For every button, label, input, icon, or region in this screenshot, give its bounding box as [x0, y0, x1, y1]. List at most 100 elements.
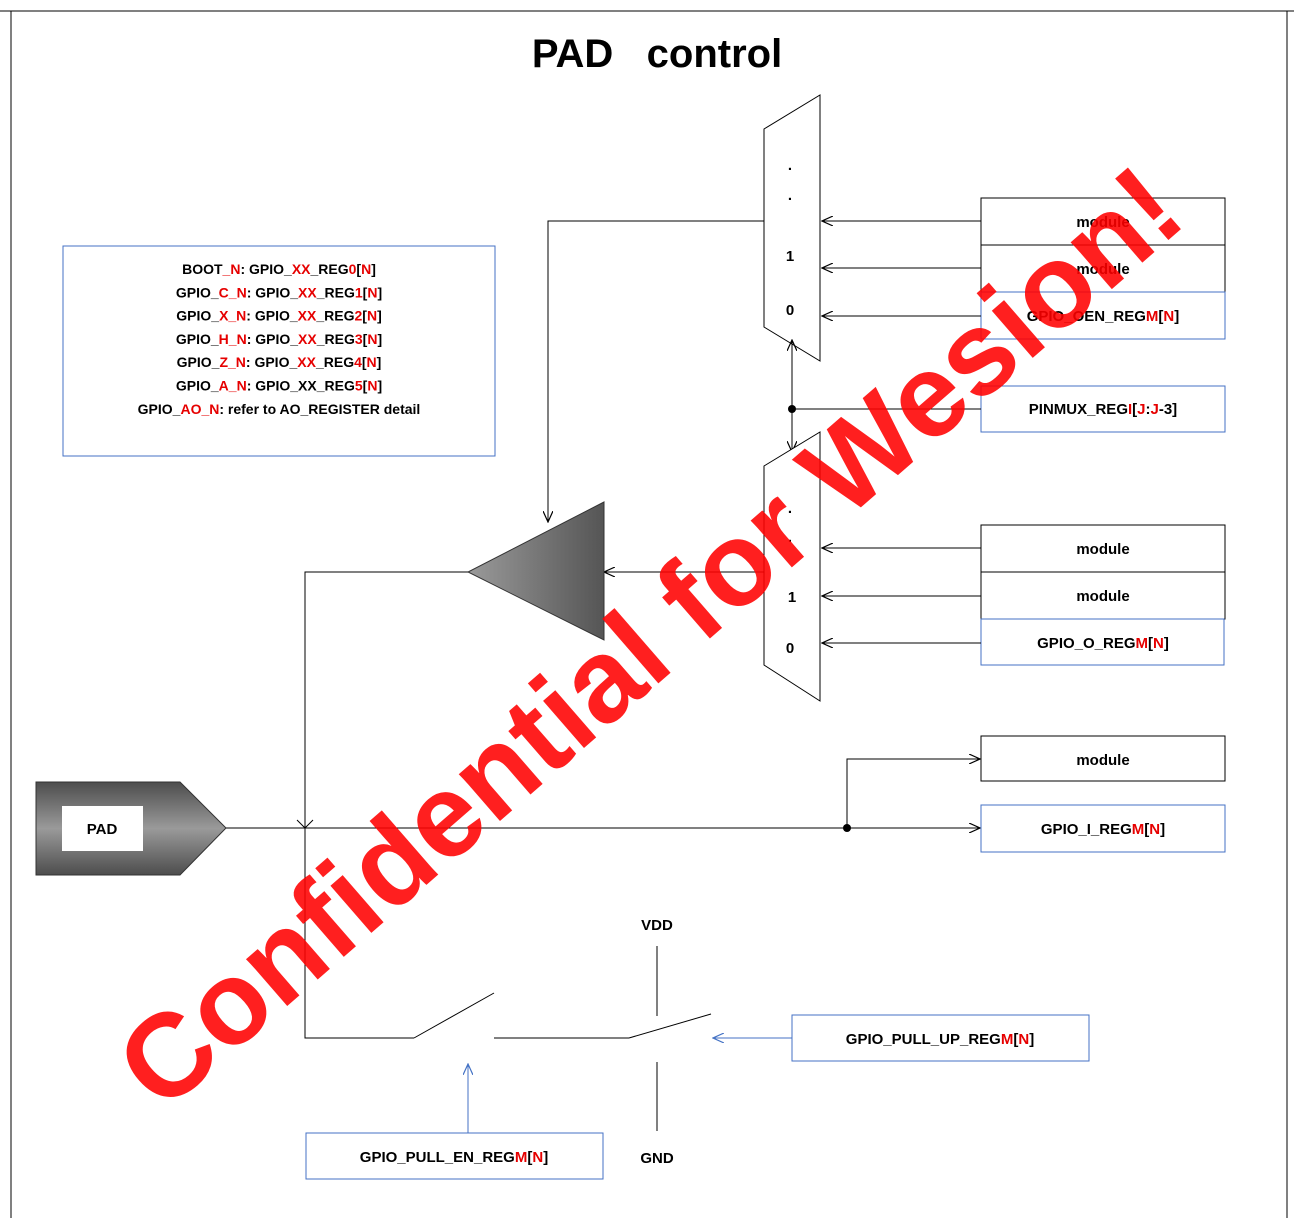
mux-o-dot-1: .: [788, 500, 792, 517]
label-segment: N: [361, 261, 371, 277]
label-segment: ]: [1029, 1031, 1034, 1048]
label-segment: X_N: [219, 308, 246, 324]
label-segment: 2: [354, 308, 362, 324]
pad-line-arrow-a: [296, 819, 306, 829]
diagram-title: PAD control: [532, 32, 782, 76]
label-segment: N: [532, 1149, 543, 1166]
label-segment: ]: [377, 378, 382, 394]
label-segment: N: [367, 354, 377, 370]
label-segment: [: [1013, 1031, 1018, 1048]
mux-oen-input-1-label: 1: [786, 248, 794, 265]
label-segment: _REG: [315, 308, 354, 324]
pull-path-line: [304, 828, 414, 1039]
mux-oen-dot-2: .: [788, 187, 792, 204]
label-segment: J: [1151, 401, 1159, 418]
label-segment: [: [356, 261, 361, 277]
mux-o-input-1-label: 1: [788, 589, 796, 606]
label-segment: N: [1163, 308, 1174, 325]
label-segment: [: [362, 308, 367, 324]
legend-line: GPIO_H_N: GPIO_XX_REG3[N]: [176, 331, 382, 347]
label-segment: N: [1018, 1031, 1029, 1048]
label-segment: [: [363, 331, 368, 347]
o-module-label-a: module: [1076, 541, 1129, 558]
label-segment: : GPIO_: [240, 261, 292, 277]
label-segment: _N: [222, 261, 241, 277]
label-segment: GPIO_: [177, 354, 220, 370]
label-segment: GPIO_O_REG: [1037, 635, 1135, 652]
mux-oen: [763, 94, 821, 362]
label-segment: [: [1158, 308, 1163, 325]
mux-oen-input-0-label: 0: [786, 302, 794, 319]
pull-en-box: [305, 1132, 604, 1180]
label-segment: ]: [543, 1149, 548, 1166]
gpio-o-label: GPIO_O_REGM[N]: [1037, 635, 1169, 652]
label-segment: N: [1153, 635, 1164, 652]
label-segment: ]: [371, 261, 376, 277]
i-module-box: [980, 735, 1226, 782]
i-module-label: module: [1076, 752, 1129, 769]
label-segment: J: [1137, 401, 1145, 418]
label-segment: C_N: [219, 284, 247, 300]
oen-module-box-a: [980, 197, 1226, 246]
label-segment: [: [1144, 821, 1149, 838]
gnd-label: GND: [640, 1150, 674, 1167]
legend-box: [62, 245, 496, 457]
label-segment: [: [363, 284, 368, 300]
pinmux-label: PINMUX_REGI[J:J-3]: [1029, 401, 1177, 418]
label-segment: M: [515, 1149, 528, 1166]
label-segment: _REG: [316, 331, 355, 347]
o-module-label-b: module: [1076, 588, 1129, 605]
label-segment: GPIO_: [176, 308, 219, 324]
label-segment: GPIO_I_REG: [1041, 821, 1132, 838]
label-segment: M: [1146, 308, 1159, 325]
gpio-oen-label: GPIO_OEN_REGM[N]: [1027, 308, 1180, 325]
label-segment: M: [1132, 821, 1145, 838]
label-segment: _REG: [310, 261, 349, 277]
label-segment: I: [1128, 401, 1132, 418]
label-segment: : refer to AO_REGISTER detail: [219, 401, 420, 417]
label-segment: ]: [377, 354, 382, 370]
label-segment: N: [367, 378, 377, 394]
mux-o-input-0-label: 0: [786, 640, 794, 657]
oen-module-label-b: module: [1076, 261, 1129, 278]
legend-line: BOOT_N: GPIO_XX_REG0[N]: [182, 261, 376, 277]
oen-module-label-a: module: [1076, 214, 1129, 231]
label-segment: [: [362, 354, 367, 370]
label-segment: : GPIO_: [246, 354, 298, 370]
label-segment: H_N: [219, 331, 247, 347]
label-segment: N: [367, 308, 377, 324]
o-module-box-b: [980, 571, 1226, 620]
label-segment: N: [367, 284, 377, 300]
output-buffer: [466, 501, 605, 641]
label-segment: PINMUX_REG: [1029, 401, 1128, 418]
label-segment: [: [1132, 401, 1137, 418]
label-segment: N: [367, 331, 377, 347]
label-segment: GPIO_: [176, 331, 219, 347]
label-segment: BOOT: [182, 261, 223, 277]
label-segment: 3: [355, 331, 363, 347]
gpio-i-label: GPIO_I_REGM[N]: [1041, 821, 1165, 838]
label-segment: XX: [298, 284, 317, 300]
label-segment: 0: [349, 261, 357, 277]
label-segment: XX: [298, 308, 317, 324]
label-segment: GPIO_PULL_EN_REG: [360, 1149, 515, 1166]
o-module-box-a: [980, 524, 1226, 573]
label-segment: XX: [298, 331, 317, 347]
legend-line: GPIO_X_N: GPIO_XX_REG2[N]: [176, 308, 381, 324]
pull-enable-switch: [413, 992, 495, 1039]
label-segment: ]: [377, 284, 382, 300]
label-segment: M: [1001, 1031, 1014, 1048]
label-segment: : GPIO_: [246, 308, 298, 324]
label-segment: 5: [355, 378, 363, 394]
label-segment: N: [1149, 821, 1160, 838]
legend-line: GPIO_AO_N: refer to AO_REGISTER detail: [138, 401, 421, 417]
label-segment: [: [363, 378, 368, 394]
pull-up-label: GPIO_PULL_UP_REGM[N]: [846, 1031, 1034, 1048]
label-segment: GPIO_: [176, 378, 219, 394]
vdd-label: VDD: [641, 917, 673, 934]
legend-line: GPIO_C_N: GPIO_XX_REG1[N]: [176, 284, 382, 300]
label-segment: GPIO_OEN_REG: [1027, 308, 1146, 325]
input-to-module-line: [846, 759, 980, 828]
label-segment: GPIO_: [138, 401, 181, 417]
